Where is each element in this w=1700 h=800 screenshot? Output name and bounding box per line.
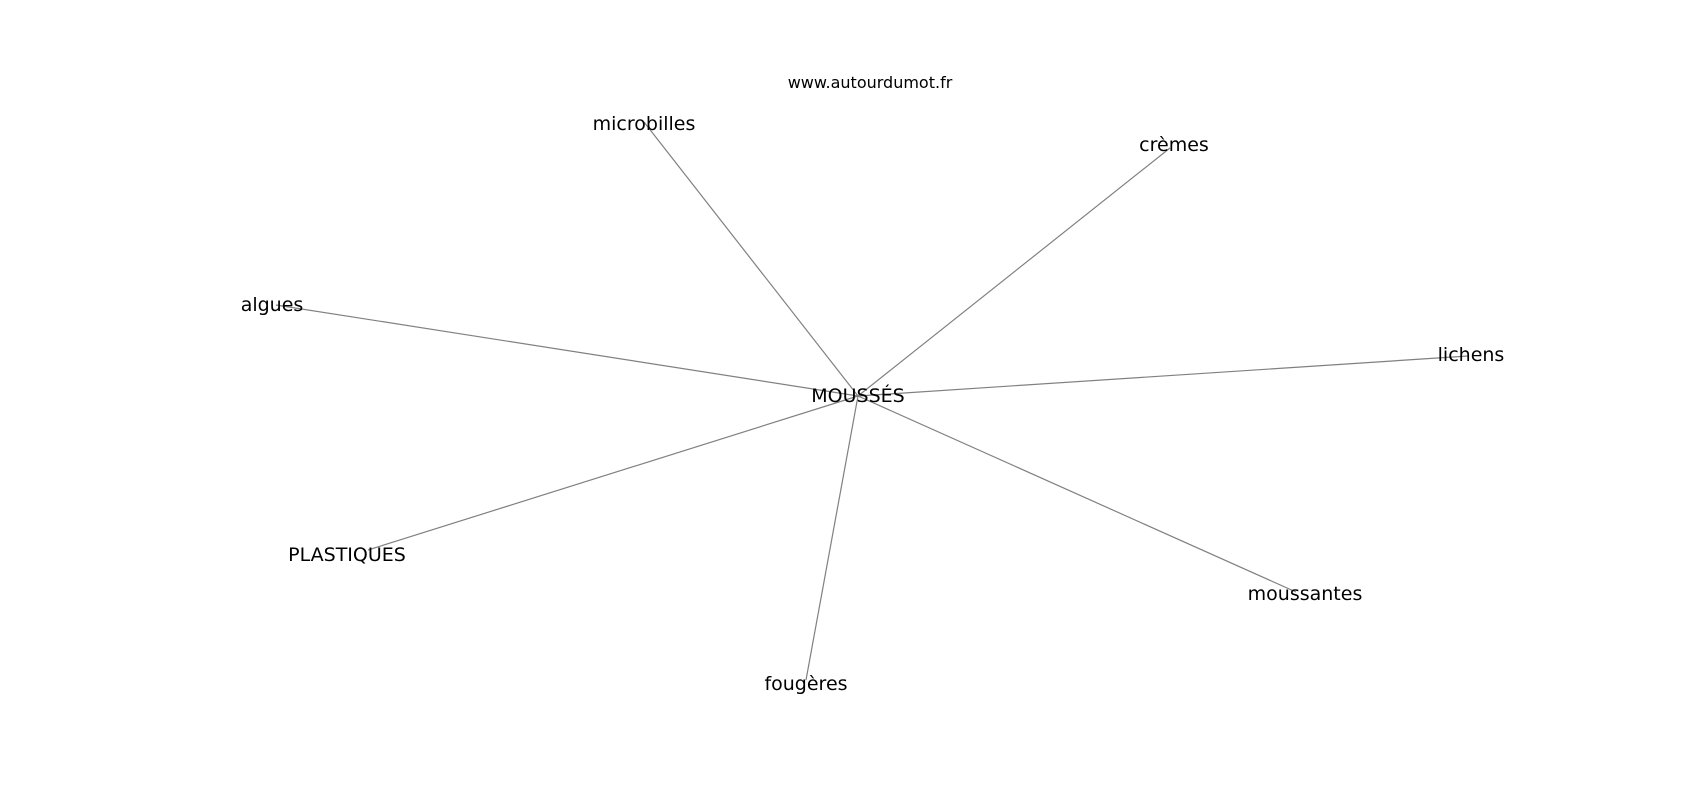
node-lichens: lichens [1438, 344, 1505, 366]
node-fougeres: fougères [764, 673, 847, 695]
node-cremes: crèmes [1139, 134, 1209, 156]
edges [275, 121, 1469, 681]
labels: www.autourdumot.fr MOUSSÉS microbilles c… [241, 73, 1505, 695]
edge-lichens [857, 355, 1469, 397]
edge-plastiques [367, 395, 859, 551]
node-center: MOUSSÉS [811, 384, 904, 407]
node-moussantes: moussantes [1248, 583, 1363, 605]
edge-moussantes [857, 395, 1297, 593]
node-microbilles: microbilles [593, 113, 696, 135]
edge-microbilles [643, 121, 859, 397]
node-algues: algues [241, 294, 304, 316]
edge-cremes [857, 147, 1171, 397]
edge-fougeres [805, 395, 859, 681]
node-plastiques: PLASTIQUES [288, 544, 406, 566]
site-watermark: www.autourdumot.fr [788, 73, 953, 92]
edge-algues [275, 304, 859, 397]
